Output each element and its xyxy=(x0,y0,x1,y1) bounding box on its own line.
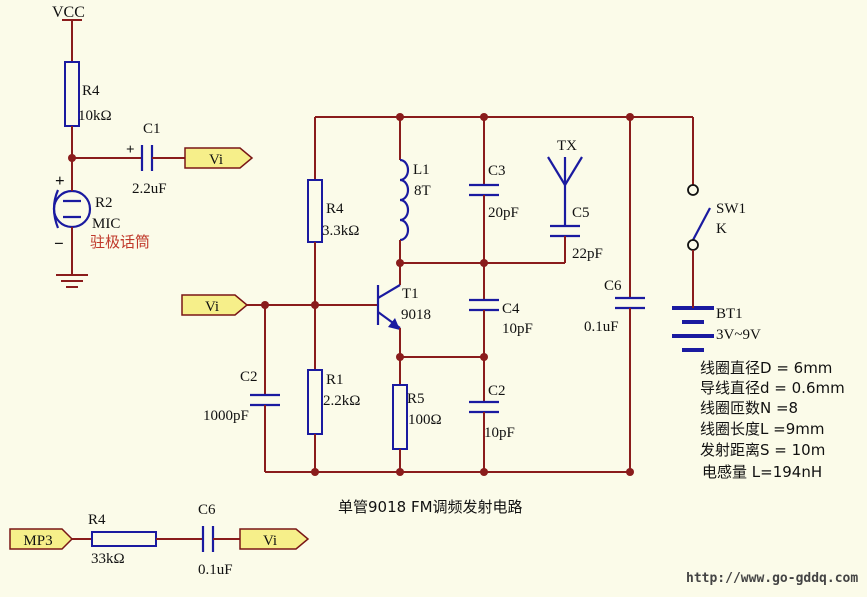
c3-value: 20pF xyxy=(488,205,519,221)
r4-name: R4 xyxy=(326,201,344,217)
mic-bias-circuit: VCC R4 10kΩ + C1 2.2uF Vi + − R2 MIC 驻极话… xyxy=(52,4,254,288)
c4-name: C4 xyxy=(502,301,520,317)
r2-name: R2 xyxy=(95,195,113,211)
r5-name: R5 xyxy=(407,391,425,407)
inductor-l1 xyxy=(399,158,410,242)
vi-port-main-label: Vi xyxy=(205,299,219,315)
c2a-name: C2 xyxy=(240,369,258,385)
note-line: 发射距离S = 10m xyxy=(700,441,825,459)
bt1-value: 3V~9V xyxy=(716,327,761,343)
resistor-r4-top xyxy=(64,61,80,127)
bt1-name: BT1 xyxy=(716,306,743,322)
t1-name: T1 xyxy=(402,286,419,302)
vi-port-top xyxy=(184,147,254,169)
switch-lever xyxy=(692,207,711,241)
mic-plus: + xyxy=(55,171,65,190)
r4-value: 3.3kΩ xyxy=(322,223,359,239)
c6-mp3-name: C6 xyxy=(198,502,216,518)
note-line: 线圈长度L =9mm xyxy=(700,420,824,438)
sw1-name: SW1 xyxy=(716,201,746,217)
c4-value: 10pF xyxy=(502,321,533,337)
resistor-r1 xyxy=(307,369,323,435)
mp3-port-label: MP3 xyxy=(23,533,52,549)
vi-port-bottom xyxy=(239,528,310,550)
note-line: 导线直径d = 0.6mm xyxy=(700,379,845,397)
mp3-input-circuit: MP3 R4 33kΩ C6 0.1uF Vi xyxy=(9,502,310,578)
battery-icon xyxy=(672,306,714,352)
antenna-icon xyxy=(547,156,583,226)
vcc-label: VCC xyxy=(52,4,85,21)
r1-value: 2.2kΩ xyxy=(323,393,360,409)
sw1-value: K xyxy=(716,221,727,237)
c5-name: C5 xyxy=(572,205,590,221)
r1-name: R1 xyxy=(326,372,344,388)
l1-name: L1 xyxy=(413,162,430,178)
vi-port-main xyxy=(181,294,249,316)
coil-notes: 线圈直径D = 6mm 导线直径d = 0.6mm 线圈匝数N =8 线圈长度L… xyxy=(700,359,845,481)
mic-body xyxy=(52,189,92,229)
transistor-t1 xyxy=(376,284,401,330)
r5-value: 100Ω xyxy=(408,412,442,428)
c6-name: C6 xyxy=(604,278,622,294)
c5-value: 22pF xyxy=(572,246,603,262)
note-line: 电感量 L=194nH xyxy=(702,463,822,481)
c1-value: 2.2uF xyxy=(132,181,167,197)
l1-value: 8T xyxy=(414,183,431,199)
r2-type: MIC xyxy=(92,216,120,232)
c2b-value: 10pF xyxy=(484,425,515,441)
c2b-name: C2 xyxy=(488,383,506,399)
resistor-r4-mp3 xyxy=(91,531,157,547)
mp3-port xyxy=(9,528,74,550)
ground-icon xyxy=(56,274,88,288)
resistor-r4 xyxy=(307,179,323,243)
c6-mp3-value: 0.1uF xyxy=(198,562,233,578)
vi-port-bottom-label: Vi xyxy=(263,533,277,549)
mic-minus: − xyxy=(54,234,64,253)
switch-contact xyxy=(687,184,699,196)
t1-value: 9018 xyxy=(401,307,431,323)
r4-mp3-value: 33kΩ xyxy=(91,551,125,567)
c1-name: C1 xyxy=(143,121,161,137)
r4-mp3-name: R4 xyxy=(88,512,106,528)
tx-label: TX xyxy=(557,138,577,154)
note-line: 线圈直径D = 6mm xyxy=(700,359,832,377)
c6-value: 0.1uF xyxy=(584,319,619,335)
diagram-caption: 单管9018 FM调频发射电路 xyxy=(338,498,523,516)
c3-name: C3 xyxy=(488,163,506,179)
c2a-value: 1000pF xyxy=(203,408,249,424)
mic-desc: 驻极话筒 xyxy=(90,233,150,251)
main-oscillator-circuit: Vi R4 3.3kΩ R1 2.2kΩ C2 1000pF L1 8T xyxy=(181,113,761,476)
r4-top-name: R4 xyxy=(82,83,100,99)
c1-polarity: + xyxy=(126,142,135,158)
note-line: 线圈匝数N =8 xyxy=(700,399,798,417)
switch-contact xyxy=(687,239,699,251)
r4-top-value: 10kΩ xyxy=(78,108,112,124)
vi-port-top-label: Vi xyxy=(209,152,223,168)
source-url: http://www.go-gddq.com xyxy=(686,571,858,586)
resistor-r5 xyxy=(392,384,408,450)
